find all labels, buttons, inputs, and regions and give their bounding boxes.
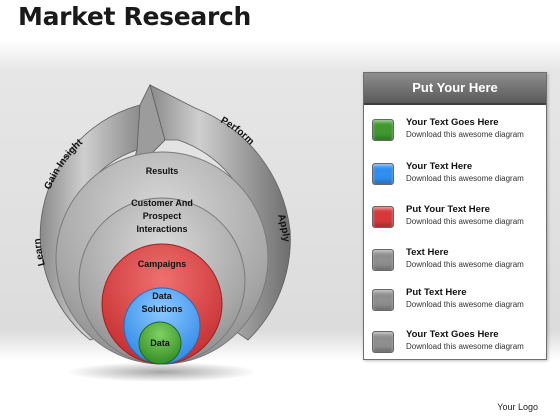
label-data-solutions-line-2: Solutions (142, 304, 183, 314)
label-data-solutions-line-1: Data (152, 291, 173, 301)
footer-logo-text: Your Logo (497, 402, 538, 412)
legend-item-desc: Download this awesome diagram (406, 300, 524, 309)
label-data: Data (150, 338, 171, 348)
legend-item: Put Your Text Here Download this awesome… (372, 202, 542, 236)
legend-item-desc: Download this awesome diagram (406, 217, 524, 226)
legend-item-title: Your Text Goes Here (406, 329, 499, 340)
legend-panel: Put Your Here Your Text Goes Here Downlo… (363, 72, 547, 360)
legend-item-title: Your Text Goes Here (406, 117, 499, 128)
legend-item: Your Text Here Download this awesome dia… (372, 159, 542, 193)
gray-swatch-icon (372, 249, 394, 271)
legend-item-desc: Download this awesome diagram (406, 260, 524, 269)
legend-item-title: Put Text Here (406, 287, 467, 298)
gray-swatch-icon (372, 331, 394, 353)
legend-item-desc: Download this awesome diagram (406, 130, 524, 139)
legend-item-title: Text Here (406, 247, 449, 258)
red-swatch-icon (372, 206, 394, 228)
label-customer-line-2: Prospect (143, 211, 182, 221)
legend-item-desc: Download this awesome diagram (406, 342, 524, 351)
green-swatch-icon (372, 119, 394, 141)
legend-item: Your Text Goes Here Download this awesom… (372, 115, 542, 149)
legend-header: Put Your Here (364, 73, 546, 105)
legend-item-title: Put Your Text Here (406, 204, 490, 215)
label-customer-line-1: Customer And (131, 198, 193, 208)
legend-item-desc: Download this awesome diagram (406, 174, 524, 183)
legend-item: Your Text Goes Here Download this awesom… (372, 327, 542, 361)
circle-data (138, 321, 182, 365)
label-campaigns: Campaigns (138, 259, 187, 269)
gray-swatch-icon (372, 289, 394, 311)
slide-title: Market Research (18, 2, 252, 31)
label-results: Results (146, 166, 179, 176)
blue-swatch-icon (372, 163, 394, 185)
legend-item-title: Your Text Here (406, 161, 473, 172)
diagram-shadow (67, 362, 257, 382)
label-customer-line-3: Interactions (136, 224, 187, 234)
legend-item: Put Text Here Download this awesome diag… (372, 285, 542, 319)
legend-item: Text Here Download this awesome diagram (372, 245, 542, 279)
